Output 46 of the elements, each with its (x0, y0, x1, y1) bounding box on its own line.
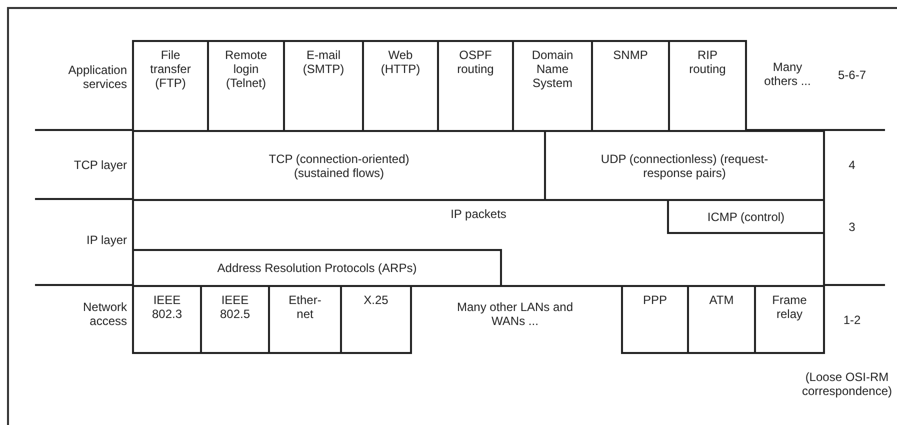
protocol-box (340, 285, 412, 354)
protocol-box (132, 285, 202, 354)
protocol-box (132, 199, 825, 287)
protocol-name: IEEE 802.3 (150, 293, 184, 321)
protocol-box (437, 40, 514, 132)
protocol-box (668, 40, 747, 132)
protocol-box (621, 285, 689, 354)
protocol-name: E-mail (SMTP) (302, 48, 346, 76)
layer-label: TCP layer (72, 158, 127, 172)
protocol-name: SNMP (613, 48, 648, 62)
protocol-name: Remote login (Telnet) (224, 48, 268, 90)
protocol-name: ATM (709, 293, 734, 307)
protocol-name: X.25 (364, 293, 388, 307)
protocol-box (283, 40, 364, 132)
layer-label: Many others ... (763, 60, 812, 88)
protocol-name: Ether- net (288, 293, 322, 321)
protocol-name: ICMP (control) (707, 210, 785, 224)
layer-label: 3 (848, 220, 856, 234)
protocol-name: TCP (connection-oriented) (sustained flows) (268, 152, 410, 180)
layer-label: IP layer (86, 233, 127, 247)
protocol-box (132, 249, 502, 287)
protocol-box (754, 285, 825, 354)
layer-label: Network access (82, 300, 127, 328)
protocol-name: IEEE 802.5 (218, 293, 252, 321)
layer-label: (Loose OSI-RM correspondence) (800, 370, 894, 398)
protocol-name: IP packets (450, 207, 506, 221)
layer-label: 1-2 (842, 313, 862, 327)
protocol-name: UDP (connectionless) (request-response pairs) (600, 152, 770, 180)
protocol-name: PPP (642, 293, 667, 307)
protocol-box (207, 40, 285, 132)
protocol-box (132, 40, 209, 132)
protocol-name: Domain Name System (530, 48, 574, 90)
protocol-name: File transfer (FTP) (149, 48, 192, 90)
protocol-box (591, 40, 670, 132)
protocol-name: Address Resolution Protocols (ARPs) (217, 261, 417, 275)
protocol-name: RIP routing (688, 48, 727, 76)
layer-label: Application services (67, 63, 127, 91)
protocol-box (667, 199, 825, 234)
protocol-name: Web (HTTP) (380, 48, 422, 76)
protocol-name: Frame relay (771, 293, 808, 321)
layer-label: 4 (848, 158, 856, 172)
layer-label: Many other LANs and WANs ... (456, 300, 574, 328)
protocol-name: OSPF routing (456, 48, 495, 76)
protocol-box (512, 40, 593, 132)
layer-label: 5-6-7 (836, 68, 867, 82)
protocol-box (362, 40, 439, 132)
